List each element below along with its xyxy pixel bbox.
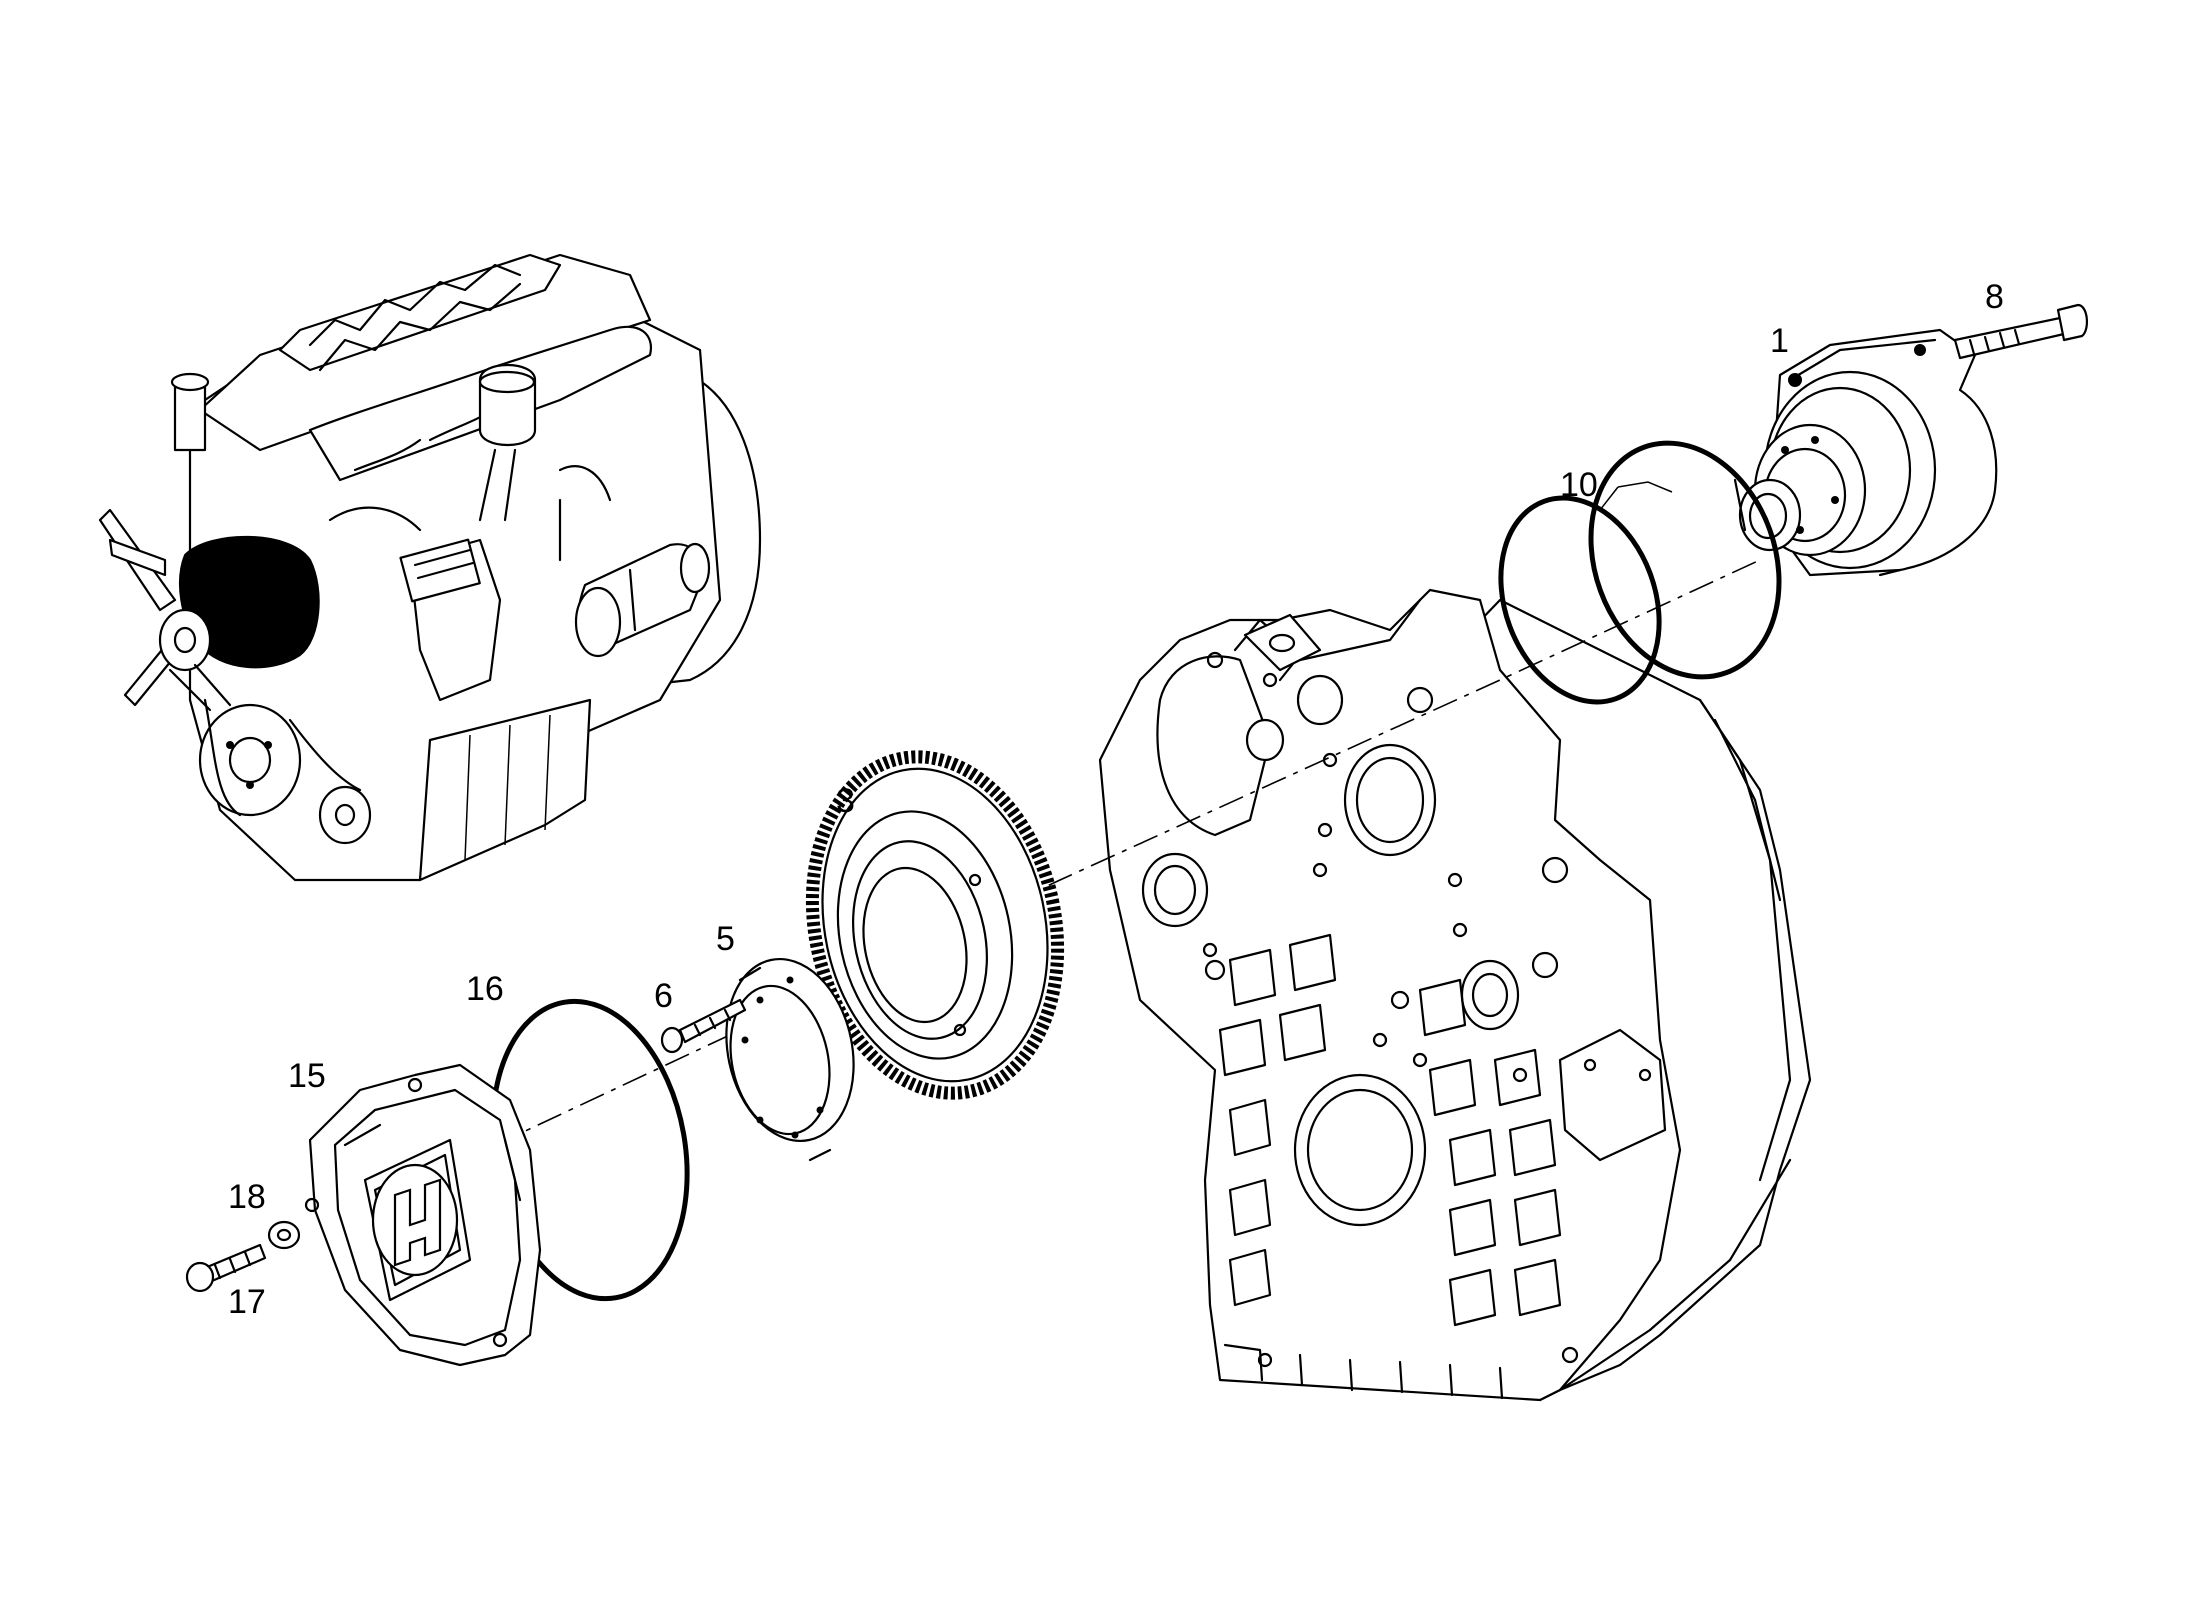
callout-labels: 1 8 10 3 5 6 16 15 18 17 (228, 278, 2004, 1321)
callout-15: 15 (288, 1057, 326, 1095)
callout-5: 5 (716, 920, 735, 958)
timing-case-cover (1098, 588, 1812, 1402)
assembly-axis-line (324, 559, 1761, 1226)
fan-drive-housing (1733, 328, 1998, 577)
callout-18: 18 (228, 1178, 266, 1216)
callout-8: 8 (1985, 278, 2004, 316)
callout-leader-lines (1599, 481, 1673, 511)
o-ring-pair-10 (1498, 440, 1782, 705)
washer-18 (267, 1220, 301, 1250)
callout-1: 1 (1770, 322, 1789, 360)
callout-17: 17 (228, 1283, 266, 1321)
callout-16: 16 (466, 970, 504, 1008)
idler-gear-3 (805, 750, 1065, 1100)
callout-10: 10 (1560, 466, 1598, 504)
engine-overview (98, 253, 762, 882)
callout-3: 3 (836, 782, 855, 820)
callout-6: 6 (654, 977, 673, 1015)
thrust-washer-5 (725, 957, 855, 1162)
cover-plate-15 (304, 1063, 542, 1367)
bolt-8 (1953, 303, 2088, 360)
screw-6 (660, 998, 747, 1054)
bolt-17 (185, 1243, 267, 1293)
